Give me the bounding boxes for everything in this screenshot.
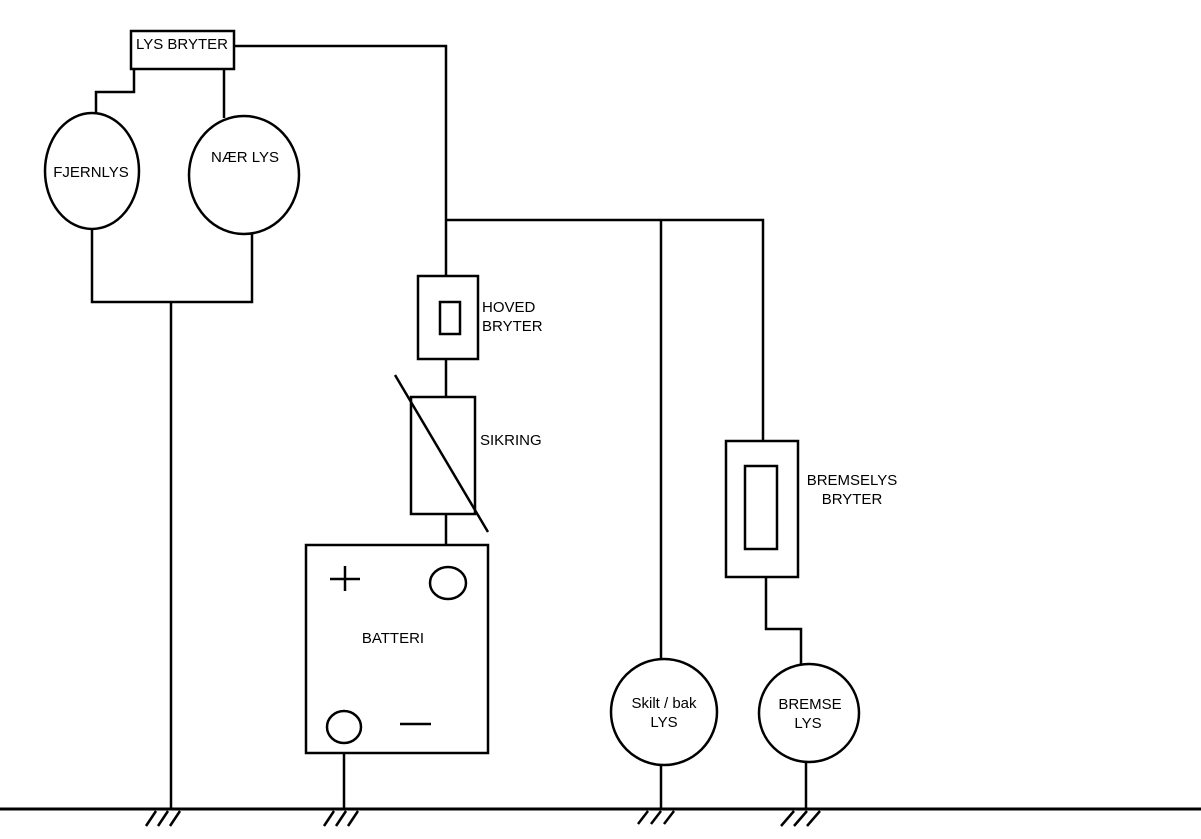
fuse-label: SIKRING (480, 432, 542, 449)
wire-lightswitch-to-highbeam (94, 69, 136, 114)
high-beam-label: FJERNLYS (53, 164, 129, 181)
brake-light-label-line2: LYS (794, 715, 821, 732)
main-switch-toggle (438, 300, 462, 336)
battery-positive-terminal (428, 565, 468, 601)
low-beam-lamp: NÆR LYS (187, 114, 301, 236)
fuse: SIKRING (393, 374, 542, 533)
fuse-slash (393, 374, 490, 533)
ground-symbol-headlamps (144, 810, 182, 827)
plate-light-label-line1: Skilt / bak (631, 695, 697, 712)
light-switch: LYS BRYTER (129, 29, 236, 71)
brake-light: BREMSE LYS (757, 662, 861, 764)
battery: BATTERI (304, 543, 490, 755)
low-beam-label: NÆR LYS (211, 149, 279, 166)
brake-switch-toggle (743, 464, 779, 551)
brake-switch-label-line2: BRYTER (822, 491, 883, 508)
high-beam-lamp: FJERNLYS (43, 111, 141, 231)
ground-symbol-plate-light (637, 810, 675, 825)
ground-symbol-battery (322, 810, 360, 827)
ground-symbol-brake-light (780, 810, 821, 827)
wire-bus (446, 218, 765, 441)
battery-label: BATTERI (362, 630, 424, 647)
plate-rear-light: Skilt / bak LYS (609, 657, 719, 767)
ground-rail (0, 807, 1201, 827)
battery-negative-terminal (325, 709, 363, 745)
brake-light-switch: BREMSELYS BRYTER (724, 439, 898, 579)
wire-highbeam-return (90, 229, 254, 304)
main-switch-label-line2: BRYTER (482, 318, 543, 335)
wire-brakeswitch-to-brakelight (764, 577, 803, 665)
battery-plus-sign (330, 566, 360, 591)
wire-lightswitch-to-main (234, 44, 448, 276)
brake-switch-label-line1: BREMSELYS (807, 472, 898, 489)
light-switch-label: LYS BRYTER (136, 36, 228, 53)
main-switch-label-line1: HOVED (482, 299, 536, 316)
main-switch: HOVED BRYTER (416, 274, 543, 361)
plate-light-label-line2: LYS (650, 714, 677, 731)
brake-light-label-line1: BREMSE (778, 696, 841, 713)
